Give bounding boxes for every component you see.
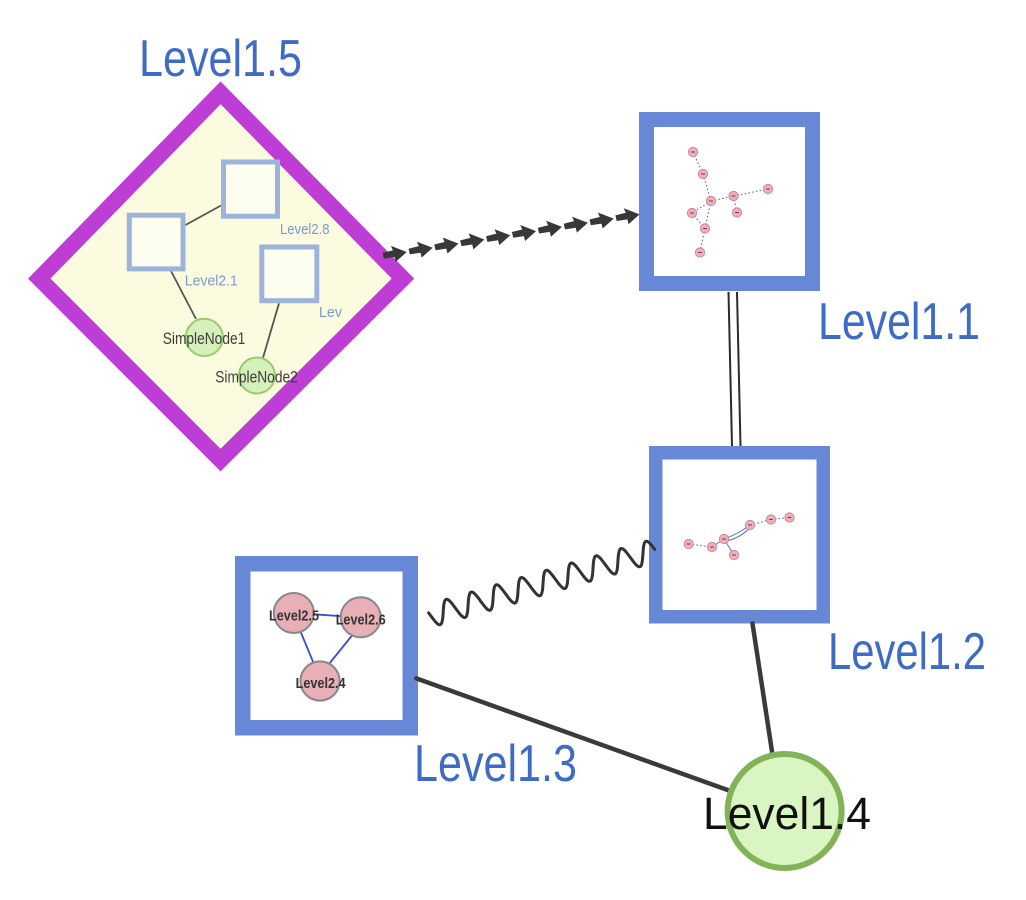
svg-text:Level1.4: Level1.4	[703, 788, 871, 839]
svg-text:Level1.3: Level1.3	[414, 735, 577, 793]
svg-text:Level1.2: Level1.2	[828, 623, 986, 681]
svg-text:Level1.1: Level1.1	[818, 293, 980, 351]
svg-text:Level2.4: Level2.4	[296, 675, 347, 692]
svg-text:Level2.6: Level2.6	[336, 611, 386, 628]
svg-text:Level1.5: Level1.5	[139, 30, 302, 88]
svg-text:Lev: Lev	[319, 305, 343, 321]
svg-text:Level2.8: Level2.8	[280, 222, 330, 238]
svg-text:SimpleNode2: SimpleNode2	[215, 368, 298, 386]
svg-text:SimpleNode1: SimpleNode1	[163, 330, 246, 348]
svg-text:Level2.5: Level2.5	[269, 607, 319, 624]
svg-text:Level2.1: Level2.1	[185, 274, 238, 290]
